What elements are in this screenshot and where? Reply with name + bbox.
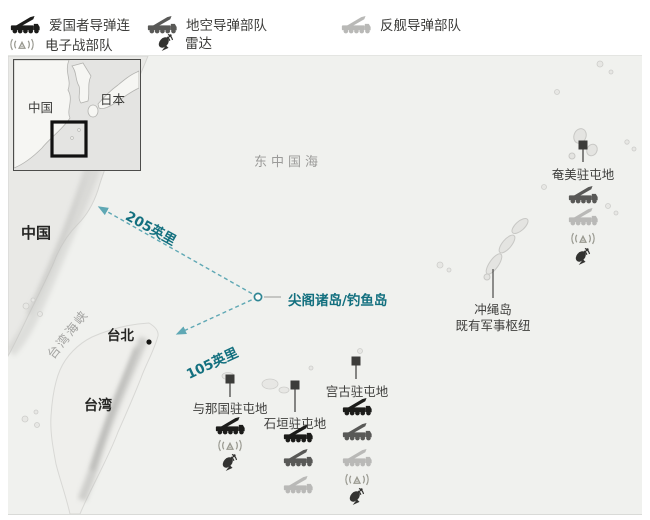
legend-label: 反舰导弹部队 [380,18,461,34]
legend-label: 爱国者导弹连 [49,18,130,34]
small-islands [21,60,637,428]
inset-locator-map: 中国 日本 [13,59,141,171]
yonaguni-garrison-marker [225,374,235,384]
inset-geography [13,59,140,169]
electronic-warfare-icon [7,37,37,52]
radar-icon [573,247,592,266]
ishigaki-garrison-label: 石垣驻屯地 [263,416,327,431]
radar-icon [220,453,239,472]
amami-islands-shape [568,128,598,160]
inset-focus-rectangle [50,120,88,158]
electronic-warfare-icon [568,231,598,246]
surface-to-air-missile-icon [283,448,313,467]
patriot-missile-icon [283,424,313,443]
legend-item-patriot: 爱国者导弹连 [10,14,130,34]
legend-item-radar: 雷达 [156,32,212,52]
taiwan-island-shape [50,322,159,514]
legend-label: 雷达 [185,36,212,52]
taipei-city-dot [146,339,152,345]
east-china-sea-label: 东中国海 [254,155,323,170]
ishigaki-garrison-marker [290,380,300,390]
legend-label: 地空导弹部队 [186,18,267,34]
electronic-warfare-icon [215,438,245,453]
china-label: 中国 [21,224,52,242]
anti-ship-missile-icon [341,15,371,34]
surface-to-air-missile-icon [147,15,177,34]
senkaku-diaoyu-label: 尖阁诸岛/钓鱼岛 [288,293,388,309]
radar-icon [347,487,366,506]
patriot-missile-icon [215,416,245,435]
taipei-label: 台北 [107,328,134,344]
senkaku-island-marker [253,292,263,302]
legend-item-anti-ship: 反舰导弹部队 [341,14,461,34]
amami-garrison-marker [578,140,588,150]
legend-label: 电子战部队 [45,38,113,54]
legend-item-surface-to-air: 地空导弹部队 [147,14,267,34]
okinawa-name: 冲绳岛 [474,302,512,317]
surface-to-air-missile-icon [568,185,598,204]
yonaguni-garrison-label: 与那国驻屯地 [192,401,268,416]
anti-ship-missile-icon [283,475,313,494]
inset-korea-shape [71,62,92,104]
taiwan-label: 台湾 [84,398,112,414]
okinawa-island-shape [483,218,529,281]
inset-china-label: 中国 [28,100,54,115]
amami-garrison-label: 奄美驻屯地 [551,167,615,182]
legend-item-electronic-warfare: 电子战部队 [7,34,113,54]
patriot-missile-icon [342,397,372,416]
inset-japan-label: 日本 [100,92,126,107]
patriot-missile-icon [10,15,40,34]
distance-line-205 [97,206,259,298]
garrison-markers [225,140,588,412]
electronic-warfare-icon [342,472,372,487]
distance-lines [97,206,259,335]
okinawa-label-block: 冲绳岛 既有军事枢纽 [453,302,533,334]
surface-to-air-missile-icon [342,422,372,441]
anti-ship-missile-icon [568,207,598,226]
distance-line-105 [175,296,259,335]
east-china-sea-map: 中国 日本 东中国海 中国 台湾海峡 台北 台湾 205英里 105英里 尖阁诸… [8,55,642,515]
miyako-garrison-label: 宫古驻屯地 [325,384,389,399]
radar-icon [156,33,175,52]
inset-china-shape [13,59,71,169]
okinawa-note: 既有军事枢纽 [455,318,531,333]
anti-ship-missile-icon [342,448,372,467]
miyako-garrison-marker [351,356,361,366]
